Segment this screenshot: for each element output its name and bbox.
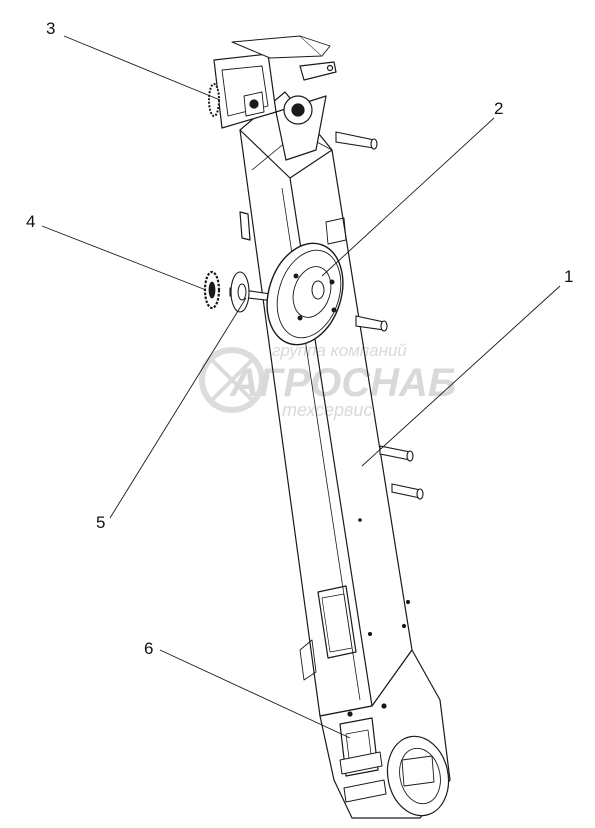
leader-line-2 xyxy=(321,117,495,277)
upper-drive-assembly xyxy=(208,35,337,161)
side-studs xyxy=(335,131,424,500)
lower-end-housing xyxy=(319,649,451,819)
leader-line-5 xyxy=(109,297,247,519)
watermark-logo xyxy=(199,347,265,413)
callout-1: 1 xyxy=(564,267,574,286)
leader-line-4 xyxy=(41,225,207,291)
watermark-line2: АГРОСНАБ xyxy=(229,361,456,405)
leader-line-3 xyxy=(63,35,221,101)
callout-3: 3 xyxy=(46,19,56,38)
leader-line-1 xyxy=(361,285,561,467)
watermark: группа компаний АГРОСНАБ техсервис xyxy=(199,341,456,420)
callout-5: 5 xyxy=(96,513,106,532)
watermark-line3: техсервис xyxy=(282,400,372,420)
callout-4: 4 xyxy=(26,212,36,231)
callout-2: 2 xyxy=(494,99,504,118)
callout-6: 6 xyxy=(144,639,154,658)
leader-line-6 xyxy=(159,649,351,739)
leader-lines xyxy=(41,35,561,739)
pulley-assembly xyxy=(203,242,344,346)
